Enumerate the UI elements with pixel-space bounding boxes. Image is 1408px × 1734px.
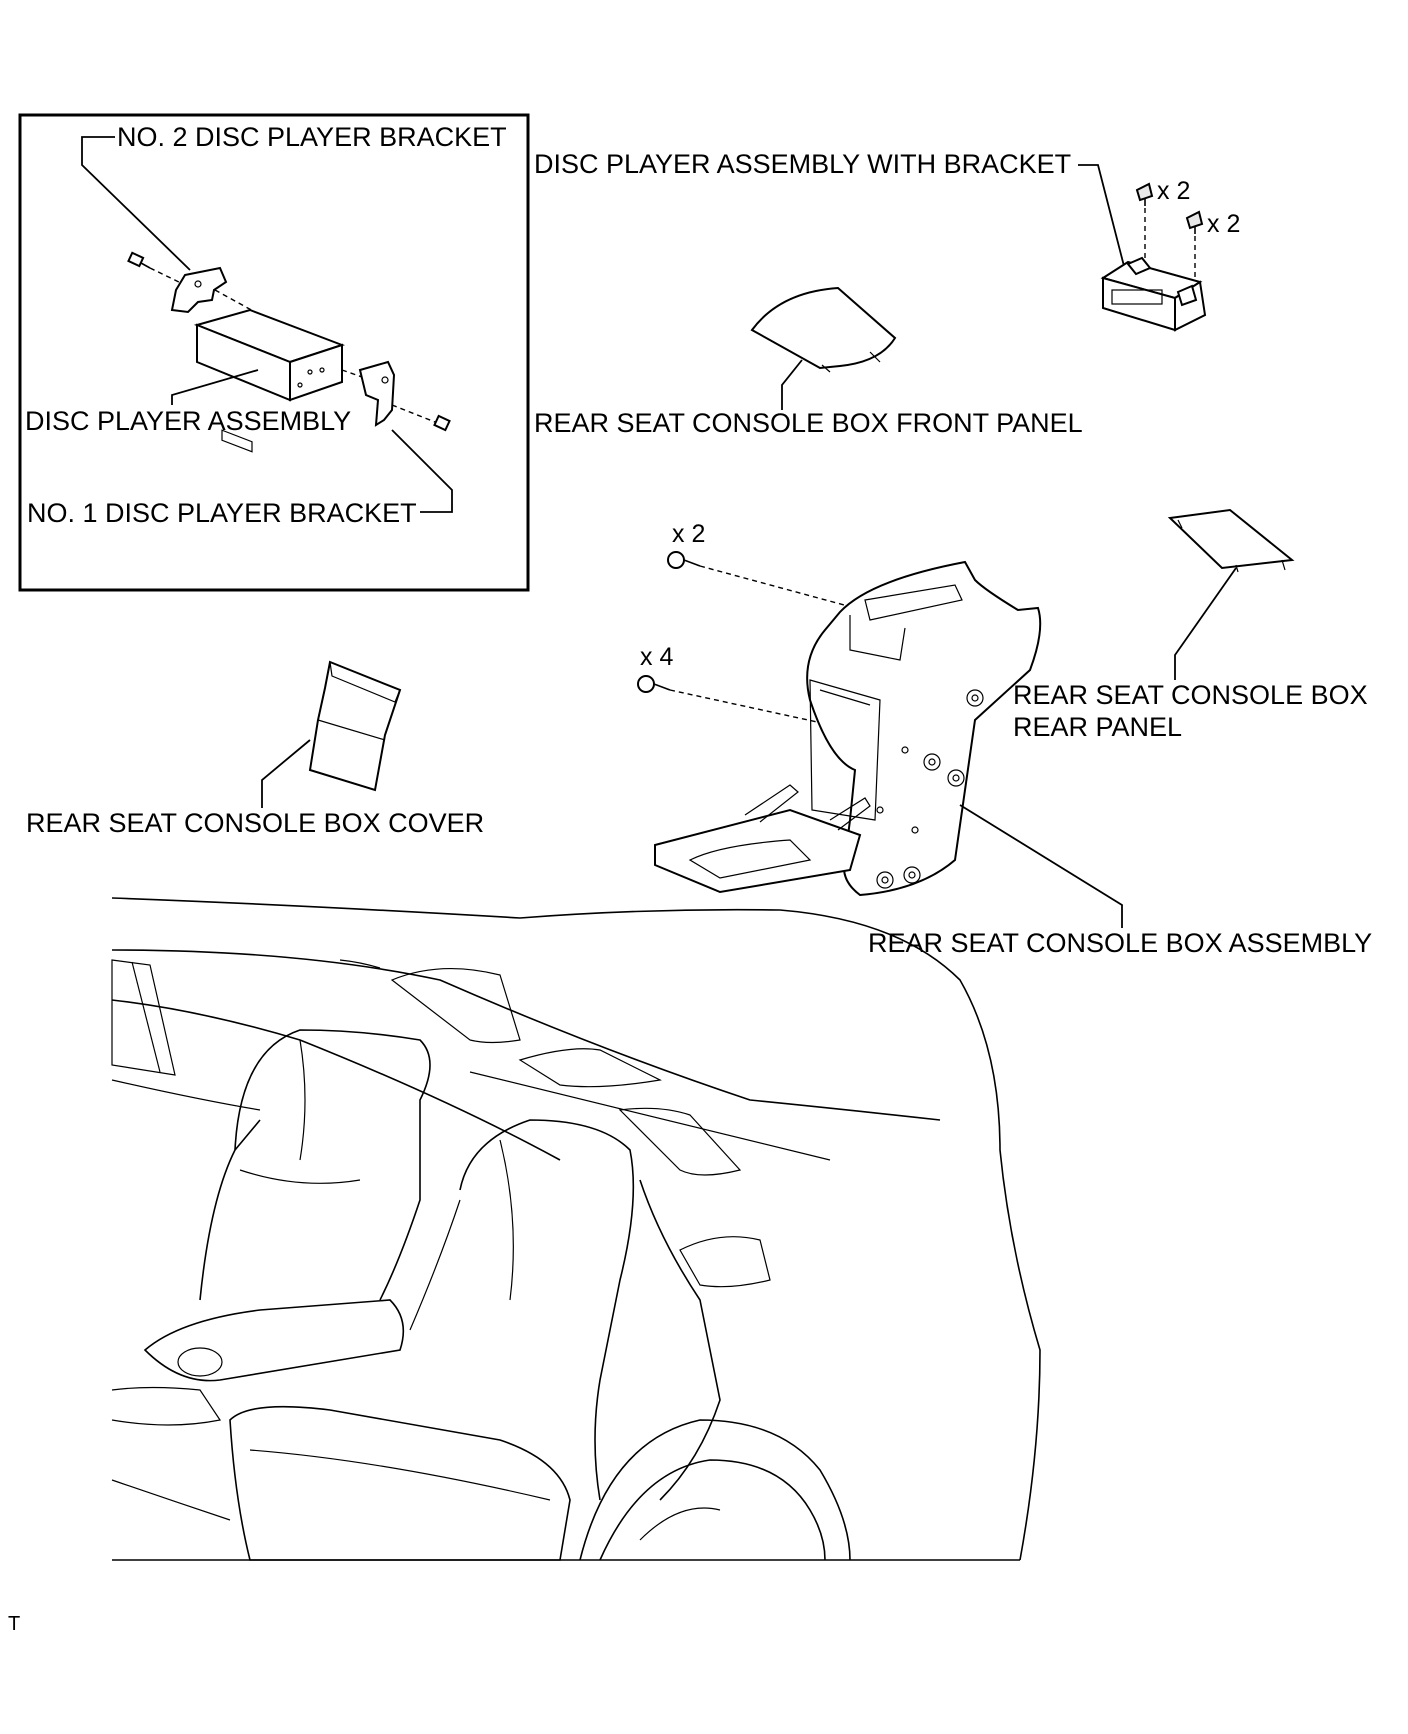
console-cover-group: REAR SEAT CONSOLE BOX COVER xyxy=(26,660,484,838)
bolt-icon xyxy=(433,414,451,432)
label-disc-player-with-bracket: DISC PLAYER ASSEMBLY WITH BRACKET xyxy=(534,149,1071,179)
no1-bracket-shape xyxy=(358,360,396,427)
corner-mark: T xyxy=(8,1613,20,1635)
bolt-icon xyxy=(1135,182,1154,206)
label-no2-disc-player-bracket: NO. 2 DISC PLAYER BRACKET xyxy=(117,122,507,152)
screw-icon xyxy=(667,551,701,569)
label-front-panel: REAR SEAT CONSOLE BOX FRONT PANEL xyxy=(534,408,1083,438)
label-no1-disc-player-bracket: NO. 1 DISC PLAYER BRACKET xyxy=(27,498,417,528)
no2-bracket-shape xyxy=(170,266,228,314)
screw-quantity: x 2 xyxy=(672,520,705,548)
label-console-assembly: REAR SEAT CONSOLE BOX ASSEMBLY xyxy=(868,928,1372,958)
mounting-holes xyxy=(876,689,984,889)
label-disc-player-assembly: DISC PLAYER ASSEMBLY xyxy=(25,406,351,436)
bolt-quantity: x 2 xyxy=(1207,210,1240,238)
rear-panel-group: REAR SEAT CONSOLE BOX REAR PANEL xyxy=(1013,508,1368,742)
disc-player-unit xyxy=(193,308,345,453)
bolt-icon xyxy=(1185,210,1204,234)
screw-quantity: x 4 xyxy=(640,643,673,671)
inset-box: NO. 2 DISC PLAYER BRACKET xyxy=(18,113,530,592)
bolt-icon xyxy=(127,251,151,269)
console-assembly-group: x 2 x 4 xyxy=(637,520,1372,958)
label-rear-panel-line2: REAR PANEL xyxy=(1013,712,1182,742)
screw-icon xyxy=(637,675,671,693)
label-rear-panel-line1: REAR SEAT CONSOLE BOX xyxy=(1013,680,1368,710)
label-console-cover: REAR SEAT CONSOLE BOX COVER xyxy=(26,808,484,838)
front-panel-group: REAR SEAT CONSOLE BOX FRONT PANEL xyxy=(534,286,1083,438)
vehicle-interior-sketch xyxy=(111,897,1041,1561)
disc-player-with-bracket-group: DISC PLAYER ASSEMBLY WITH BRACKET x 2 x … xyxy=(534,149,1240,332)
bolt-quantity: x 2 xyxy=(1157,177,1190,205)
